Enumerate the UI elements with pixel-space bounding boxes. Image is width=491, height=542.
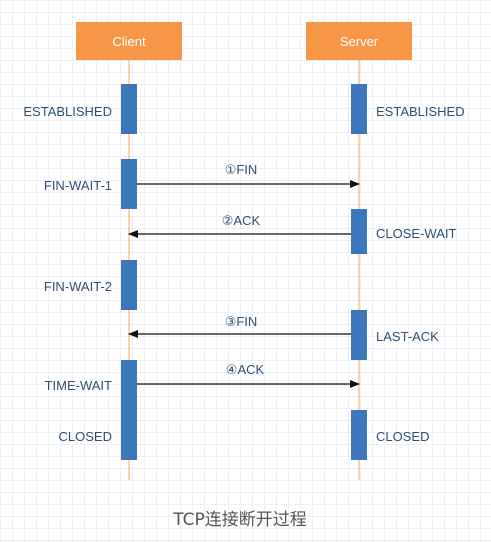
client-activation-established [121, 84, 137, 134]
client-state-fin-wait-1: FIN-WAIT-1 [44, 178, 112, 193]
client-actor-label: Client [112, 34, 146, 49]
client-state-closed: CLOSED [59, 429, 112, 444]
client-activation-fin-wait-2 [121, 260, 137, 310]
server-activation-established [351, 84, 367, 134]
diagram-caption: TCP连接断开过程 [172, 510, 307, 530]
client-state-established: ESTABLISHED [23, 104, 112, 119]
server-actor-label: Server [340, 34, 379, 49]
server-state-close-wait: CLOSE-WAIT [376, 226, 456, 241]
client-state-time-wait: TIME-WAIT [45, 378, 112, 393]
server-activation-last-ack [351, 310, 367, 360]
server-activation-close-wait [351, 209, 367, 254]
server-activation-closed [351, 410, 367, 460]
server-state-last-ack: LAST-ACK [376, 329, 439, 344]
server-state-established: ESTABLISHED [376, 104, 465, 119]
client-state-fin-wait-2: FIN-WAIT-2 [44, 279, 112, 294]
message-fin-3-label: ③FIN [225, 314, 258, 329]
server-actor-box [306, 22, 412, 60]
client-actor-box [76, 22, 182, 60]
client-activation-fin-wait-1 [121, 159, 137, 209]
client-actor: Client [76, 22, 182, 60]
server-state-closed: CLOSED [376, 429, 429, 444]
message-fin-1-label: ①FIN [225, 162, 258, 177]
client-activation-time-wait-closed [121, 360, 137, 460]
message-ack-2-label: ②ACK [222, 213, 261, 228]
message-ack-4-label: ④ACK [226, 362, 265, 377]
server-actor: Server [306, 22, 412, 60]
